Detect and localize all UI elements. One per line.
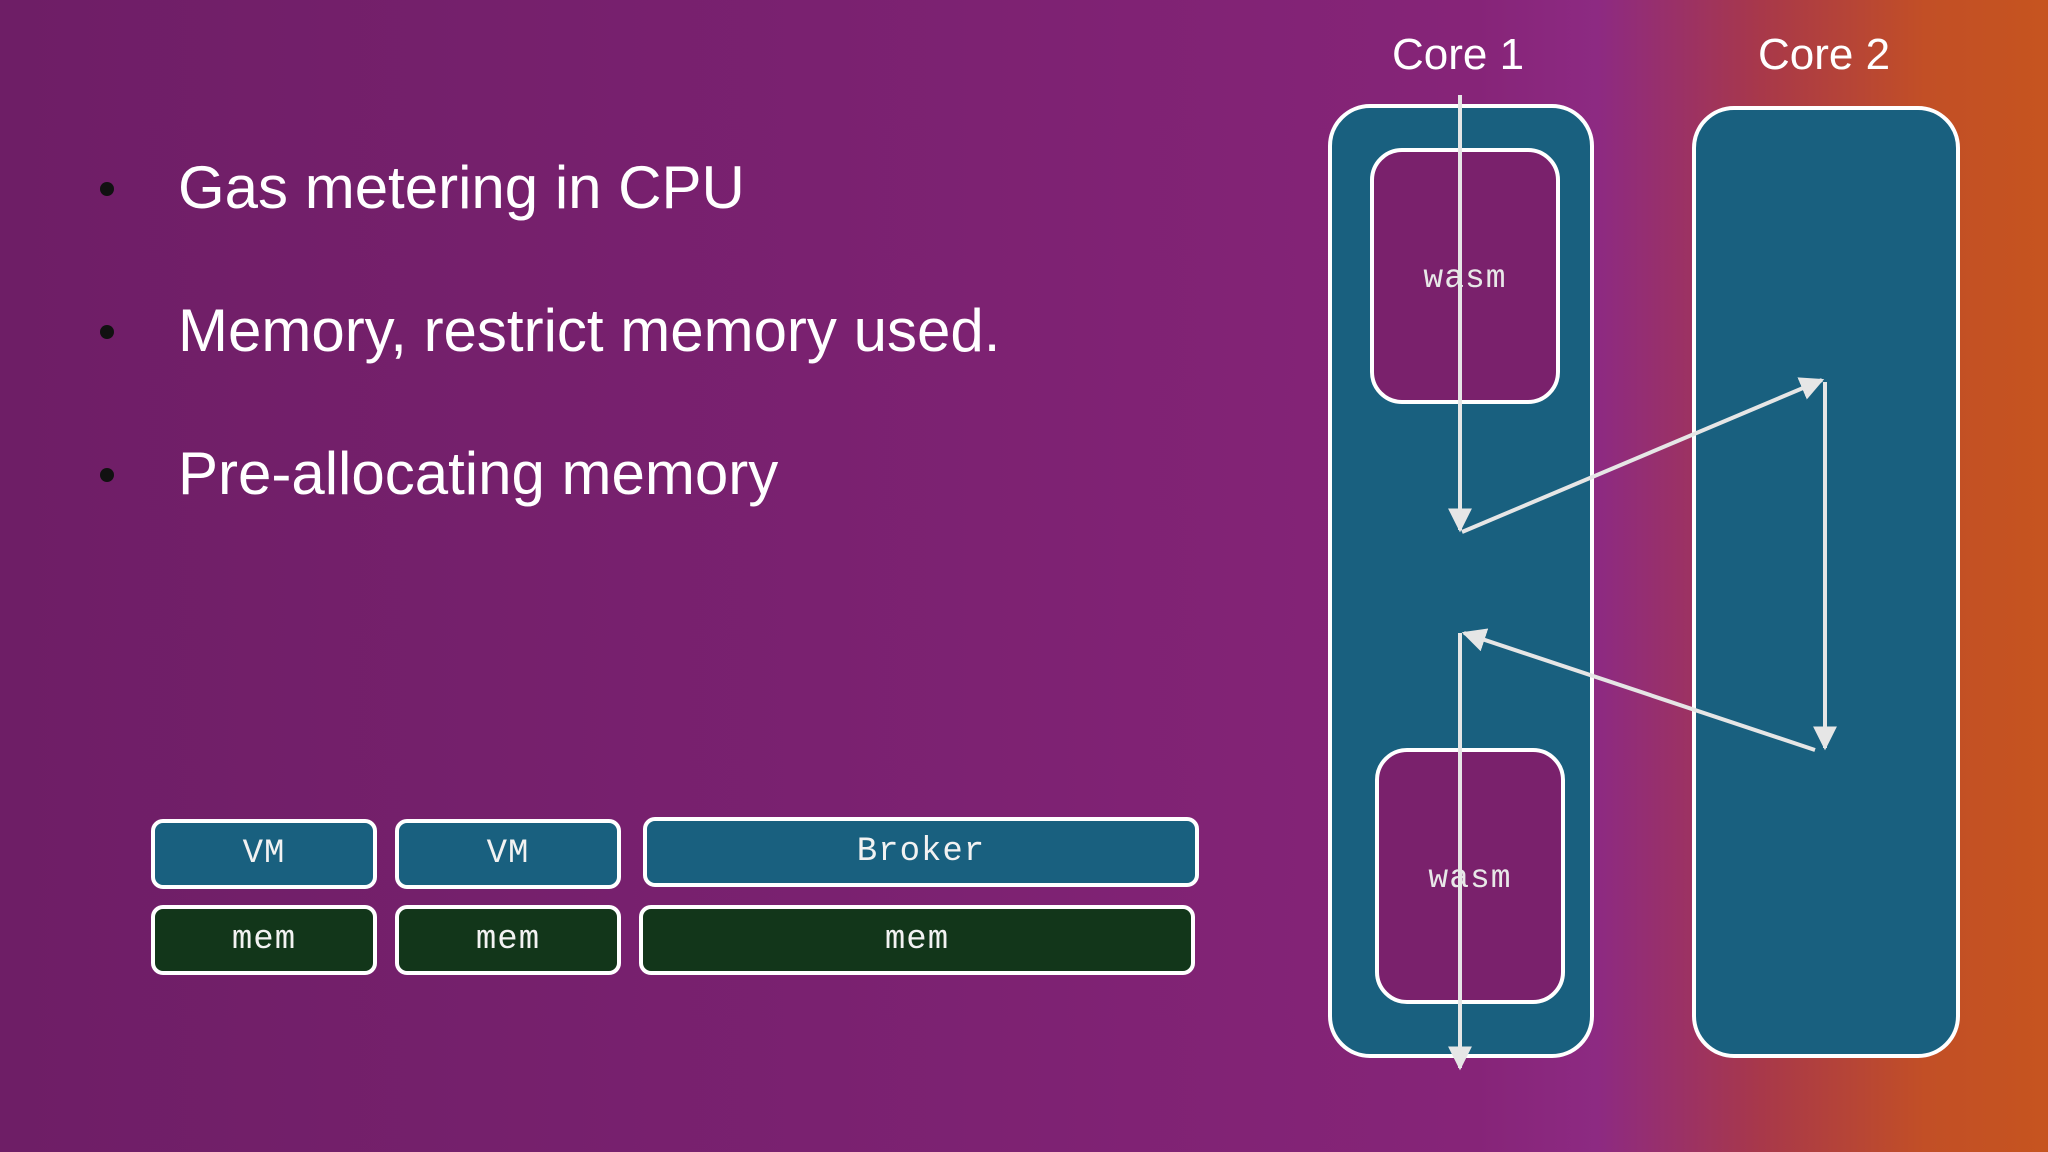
arrow-core2-to-core1	[1461, 628, 1816, 752]
mem-block: mem	[151, 905, 377, 975]
wasm-module-bottom	[1375, 748, 1565, 1004]
broker-block: Broker	[643, 817, 1199, 887]
arrow-core1-to-core2	[1461, 377, 1825, 534]
mem-block: mem	[639, 905, 1195, 975]
wasm-module-top	[1370, 148, 1560, 404]
wasm-label-bottom: wasm	[1428, 860, 1511, 897]
core2-label: Core 2	[1758, 30, 1891, 79]
vm-block: VM	[151, 819, 377, 889]
bullet-dot-icon	[100, 468, 114, 482]
core1-label: Core 1	[1392, 30, 1525, 79]
bullet-dot-icon	[100, 325, 114, 339]
bullet-dot-icon	[100, 182, 114, 196]
wasm-label-top: wasm	[1423, 260, 1506, 297]
vm-block: VM	[395, 819, 621, 889]
bullet-text: Pre-allocating memory	[178, 440, 779, 507]
bullet-text: Gas metering in CPU	[178, 154, 745, 221]
bullet-text: Memory, restrict memory used.	[178, 297, 1001, 364]
mem-block: mem	[395, 905, 621, 975]
